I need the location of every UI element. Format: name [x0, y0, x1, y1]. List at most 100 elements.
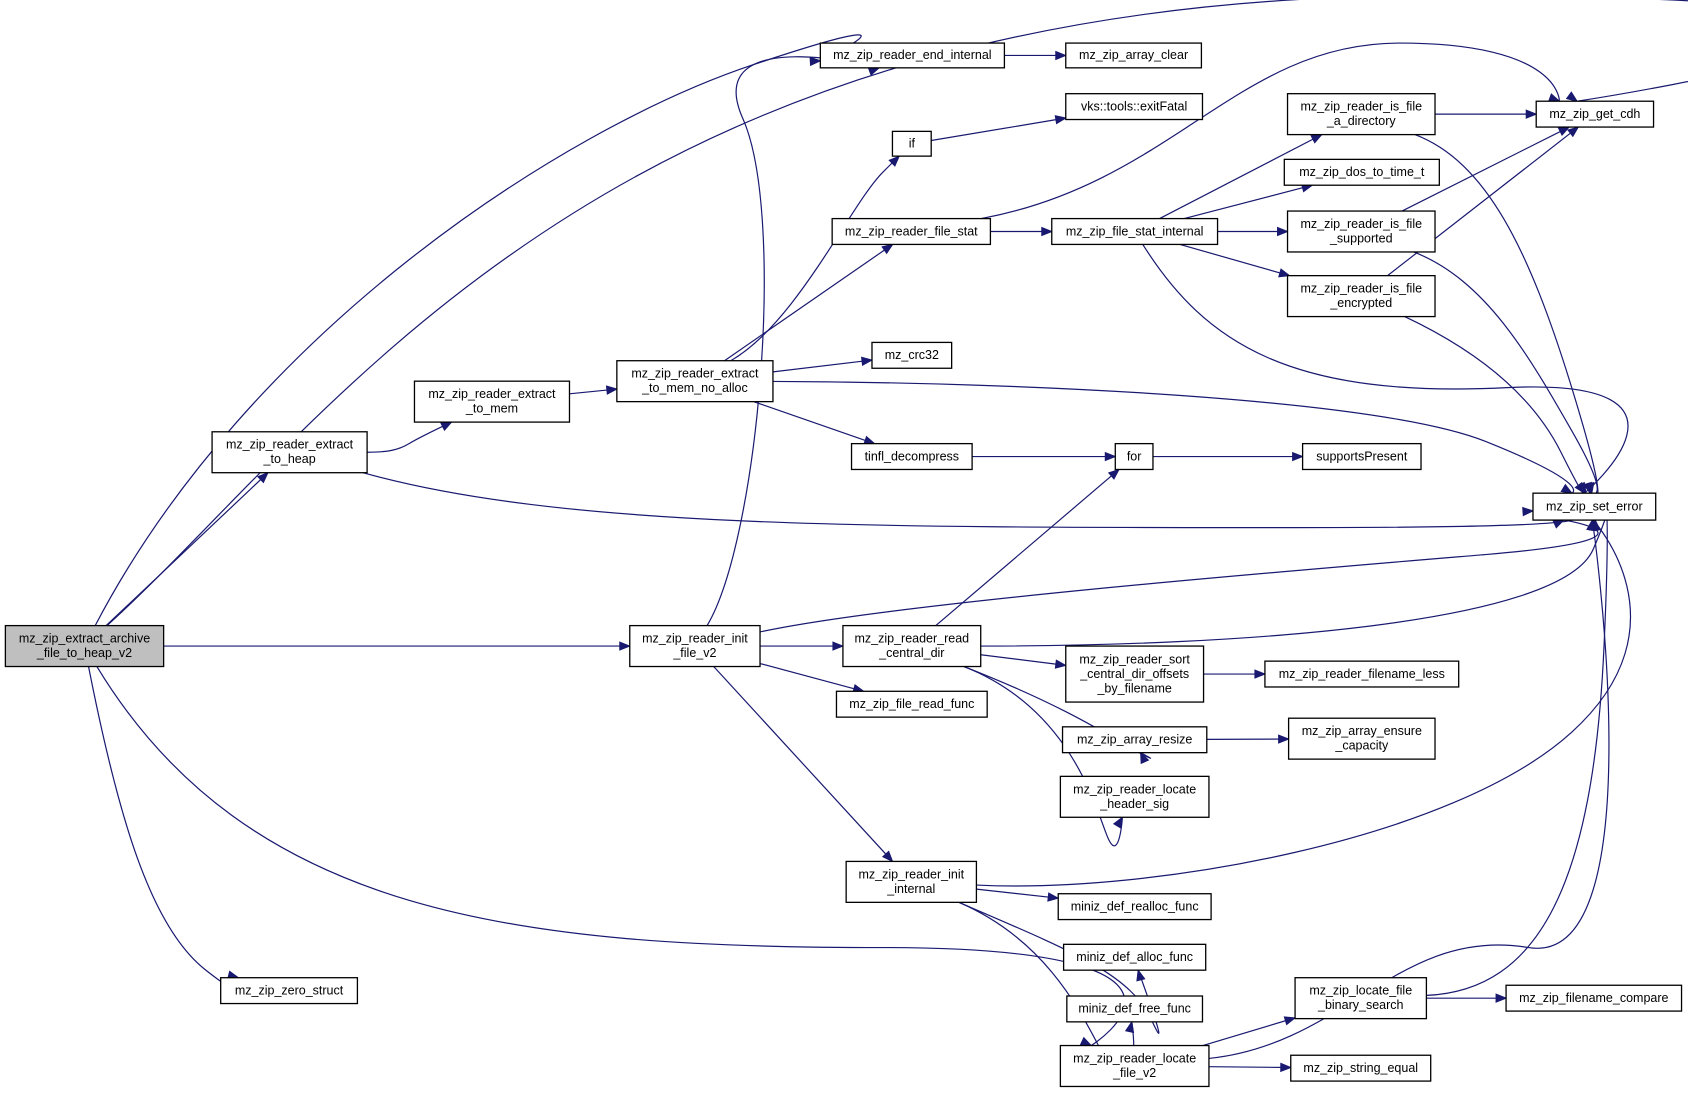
node-label-line: mz_zip_reader_init — [858, 867, 964, 881]
edge-arrowhead — [1055, 50, 1068, 61]
node-label-line: mz_zip_array_resize — [1077, 732, 1192, 746]
node-box — [1505, 984, 1683, 1012]
edge-file_stat-to-get_cdh — [981, 42, 1561, 220]
edge-arrowhead — [1582, 481, 1592, 495]
edge-read_central_dir-to-for — [935, 468, 1120, 627]
node-alloc-func[interactable]: miniz_def_alloc_func — [1062, 943, 1207, 971]
node-string-equal[interactable]: mz_zip_string_equal — [1290, 1054, 1432, 1082]
node-root[interactable]: mz_zip_extract_archive_file_to_heap_v2 — [4, 624, 165, 668]
node-box — [850, 442, 973, 471]
node-crc32[interactable]: mz_crc32 — [871, 341, 953, 369]
edge-arrowhead — [1278, 734, 1290, 744]
node-set-error[interactable]: mz_zip_set_error — [1532, 492, 1657, 521]
edge-read_central_dir-to-sort_offsets — [980, 654, 1068, 669]
node-is-supported[interactable]: mz_zip_reader_is_file_supported — [1286, 210, 1436, 253]
node-locate-header-sig[interactable]: mz_zip_reader_locate_header_sig — [1059, 775, 1210, 818]
node-label-line: _header_sig — [1099, 797, 1169, 811]
node-file-stat[interactable]: mz_zip_reader_file_stat — [831, 217, 992, 246]
node-filename-compare[interactable]: mz_zip_filename_compare — [1505, 984, 1683, 1012]
node-box — [1114, 442, 1154, 471]
edge-line — [706, 56, 880, 626]
node-file-read-func[interactable]: mz_zip_file_read_func — [835, 690, 988, 718]
node-array-resize[interactable]: mz_zip_array_resize — [1061, 726, 1208, 754]
node-is-encrypted[interactable]: mz_zip_reader_is_file_encrypted — [1286, 275, 1436, 318]
node-label-line: mz_zip_reader_is_file — [1300, 282, 1422, 296]
node-label-line: _a_directory — [1326, 114, 1397, 128]
node-is-dir[interactable]: mz_zip_reader_is_file_a_directory — [1286, 93, 1436, 136]
node-box — [1059, 1044, 1210, 1088]
edge-init_internal-to-set_error — [976, 518, 1632, 887]
node-label-line: mz_crc32 — [885, 348, 939, 362]
edge-arrowhead — [619, 641, 632, 651]
edge-line — [753, 401, 875, 445]
node-array-clear[interactable]: mz_zip_array_clear — [1065, 42, 1203, 69]
node-label-line: mz_zip_extract_archive — [19, 632, 150, 646]
edge-arrowhead — [1136, 968, 1146, 982]
node-box — [220, 977, 359, 1005]
node-box — [891, 130, 932, 157]
edge-line — [1404, 316, 1588, 498]
node-label-line: mz_zip_dos_to_time_t — [1299, 165, 1425, 179]
node-label-line: mz_zip_set_error — [1546, 499, 1643, 513]
node-end-internal[interactable]: mz_zip_reader_end_internal — [819, 42, 1006, 69]
node-file-stat-internal[interactable]: mz_zip_file_stat_internal — [1051, 217, 1219, 246]
edge-arrowhead — [1124, 1020, 1135, 1034]
node-binary-search[interactable]: mz_zip_locate_file_binary_search — [1294, 977, 1428, 1020]
node-read-central-dir[interactable]: mz_zip_reader_read_central_dir — [842, 624, 982, 668]
edge-arrowhead — [1280, 1062, 1293, 1073]
edge-arrowhead — [605, 385, 619, 395]
node-realloc-func[interactable]: miniz_def_realloc_func — [1057, 893, 1212, 921]
edge-extract_to_heap-to-set_error — [362, 472, 1576, 529]
edge-arrowhead — [1552, 519, 1566, 529]
node-dos-to-time[interactable]: mz_zip_dos_to_time_t — [1283, 158, 1440, 186]
edge-binary_search-to-filename_compare — [1426, 993, 1508, 1003]
edge-read_central_dir-to-locate_header_sig — [963, 665, 1124, 847]
node-label-line: mz_zip_reader_init — [642, 632, 748, 646]
node-exitFatal[interactable]: vks::tools::exitFatal — [1065, 93, 1204, 121]
edge-arrowhead — [440, 421, 453, 432]
node-label-line: mz_zip_locate_file — [1309, 984, 1412, 998]
edge-file_stat_internal-to-is_supported — [1217, 226, 1289, 237]
node-label-line: mz_zip_reader_is_file — [1300, 217, 1422, 231]
edge-line — [87, 666, 243, 992]
node-free-func[interactable]: miniz_def_free_func — [1066, 995, 1204, 1023]
node-label-line: if — [909, 136, 916, 150]
node-tinfl[interactable]: tinfl_decompress — [850, 442, 973, 471]
node-filename-less[interactable]: mz_zip_reader_filename_less — [1264, 660, 1460, 688]
node-box — [1065, 645, 1205, 703]
edge-is_dir-to-get_cdh — [1435, 109, 1538, 119]
node-init-internal[interactable]: mz_zip_reader_init_internal — [845, 860, 978, 903]
edge-line — [759, 519, 1599, 633]
node-label-line: _file_to_heap_v2 — [36, 646, 132, 660]
node-label-line: mz_zip_array_ensure — [1302, 724, 1422, 738]
node-get-cdh[interactable]: mz_zip_get_cdh — [1535, 100, 1655, 128]
node-box — [871, 341, 953, 369]
node-box — [1057, 893, 1212, 921]
edge-arrowhead — [1591, 518, 1601, 531]
node-ensure-capacity[interactable]: mz_zip_array_ensure_capacity — [1287, 717, 1436, 760]
node-label-line: mz_zip_reader_extract — [226, 438, 354, 452]
node-extract-to-mem[interactable]: mz_zip_reader_extract_to_mem — [413, 380, 571, 423]
node-zero-struct[interactable]: mz_zip_zero_struct — [220, 977, 359, 1005]
node-box — [1532, 492, 1657, 521]
node-box — [1535, 100, 1655, 128]
node-sort-offsets[interactable]: mz_zip_reader_sort_central_dir_offsets_b… — [1065, 645, 1205, 703]
edges-layer — [87, 0, 1688, 1079]
node-box — [835, 690, 988, 718]
edge-for-to-supportsPresent — [1152, 451, 1304, 462]
node-label-line: mz_zip_file_stat_internal — [1066, 224, 1204, 238]
node-to-mem-no-alloc[interactable]: mz_zip_reader_extract_to_mem_no_alloc — [616, 360, 774, 403]
node-label-line: mz_zip_get_cdh — [1549, 107, 1640, 121]
node-label-line: _file_v2 — [1112, 1066, 1156, 1080]
edge-is_encrypted-to-get_cdh — [1387, 126, 1580, 277]
node-if[interactable]: if — [891, 130, 932, 157]
edge-arrowhead — [1560, 483, 1574, 494]
node-init-file-v2[interactable]: mz_zip_reader_init_file_v2 — [629, 624, 761, 668]
node-supportsPresent[interactable]: supportsPresent — [1301, 442, 1422, 471]
node-label-line: mz_zip_reader_extract — [428, 387, 556, 401]
node-extract-to-heap[interactable]: mz_zip_reader_extract_to_heap — [211, 431, 368, 474]
node-for[interactable]: for — [1114, 442, 1154, 471]
node-locate-file-v2[interactable]: mz_zip_reader_locate_file_v2 — [1059, 1044, 1210, 1088]
edge-arrowhead — [1557, 126, 1571, 137]
node-label-line: vks::tools::exitFatal — [1081, 99, 1187, 113]
